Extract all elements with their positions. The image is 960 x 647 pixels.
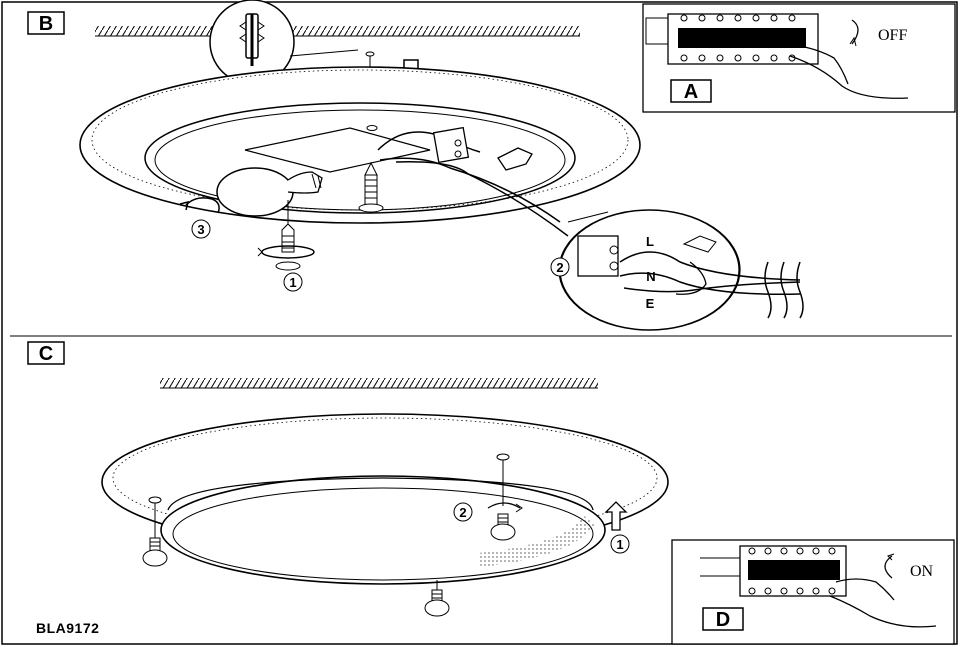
panel-b-label: B [39, 13, 53, 35]
ceiling-hatch-b [95, 26, 580, 36]
wire-label-n: N [646, 269, 655, 284]
step-1-label-b: 1 [289, 275, 296, 290]
model-code: BLA9172 [36, 620, 100, 636]
section-c: C [27, 341, 955, 645]
mounting-screw [358, 161, 384, 213]
knob-screw-left [142, 496, 168, 567]
switch-on-label: ON [910, 563, 934, 580]
glass-diffuser [160, 475, 606, 585]
panel-d-label: D [716, 609, 730, 631]
panel-a: A OFF [642, 3, 956, 113]
light-bulb [216, 167, 323, 217]
panel-a-label: A [684, 81, 698, 103]
knob-screw-right [487, 453, 523, 541]
step-1-circle-c [610, 534, 630, 554]
step-3-label: 3 [197, 222, 204, 237]
step-2-circle-b [550, 257, 570, 277]
wire-label-l: L [646, 234, 654, 249]
up-arrow-icon [604, 501, 628, 531]
knob-screw-bottom [424, 580, 450, 617]
step-2-label-b: 2 [556, 260, 563, 275]
panel-b-box [27, 11, 65, 35]
step-2-circle-c [453, 502, 473, 522]
section-b: B [27, 0, 956, 331]
panel-d: D ON [671, 539, 955, 645]
switch-off-label: OFF [878, 27, 907, 44]
step-3-circle [191, 219, 211, 239]
step-1-label-c: 1 [616, 537, 623, 552]
screw-with-plug [257, 200, 315, 271]
step-1-circle-b [283, 272, 303, 292]
wiring-magnifier: L N E 2 [550, 209, 804, 331]
step-2-label-c: 2 [459, 505, 466, 520]
panel-c-label: C [39, 343, 53, 365]
wall-plug-magnifier [209, 0, 359, 85]
panel-c-box [27, 341, 65, 365]
ceiling-hatch-c [160, 378, 598, 388]
wire-label-e: E [646, 296, 655, 311]
